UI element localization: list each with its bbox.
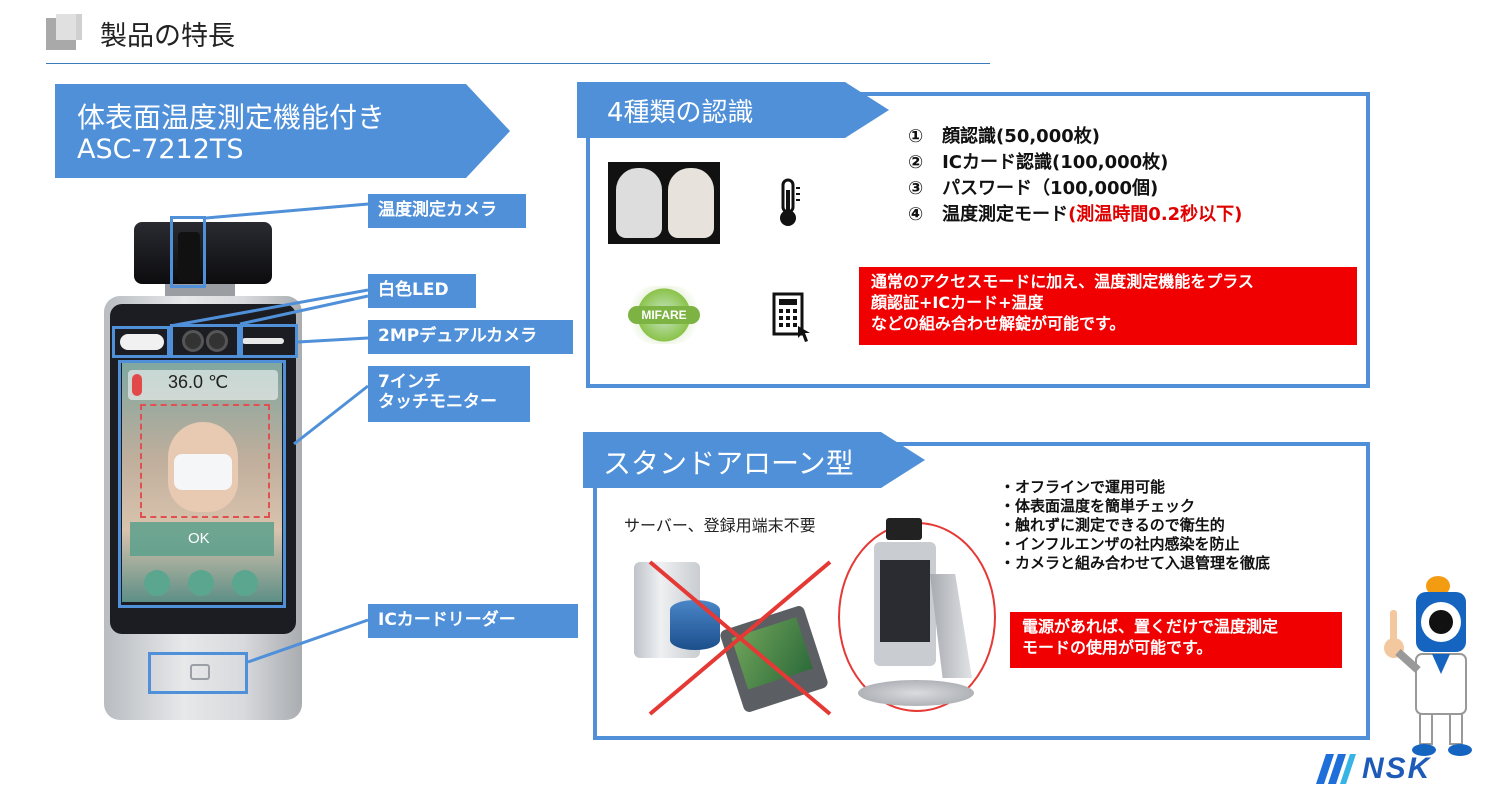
mifare-icon: MIFARE xyxy=(626,286,702,344)
standalone-note-line2: モードの使用が可能です。 xyxy=(1022,638,1213,657)
white-led xyxy=(120,334,164,350)
standalone-bullets: ・オフラインで運用可能 ・体表面温度を簡単チェック ・触れずに測定できるので衛生… xyxy=(1000,478,1270,573)
card-reader-highlight xyxy=(148,652,248,694)
callout-camera: 温度測定カメラ xyxy=(368,194,526,228)
database-icon xyxy=(670,600,720,650)
bullet-2: ・体表面温度を簡単チェック xyxy=(1000,497,1196,515)
callout-led: 白色LED xyxy=(368,274,476,308)
item-4-text: 温度測定モード xyxy=(942,204,1069,225)
standalone-note-line1: 電源があれば、置くだけで温度測定 xyxy=(1022,617,1279,636)
item-4-num: ④ xyxy=(908,204,924,225)
recognition-note: 通常のアクセスモードに加え、温度測定機能をプラス 顔認証+ICカード+温度 など… xyxy=(859,267,1357,345)
bullet-3: ・触れずに測定できるので衛生的 xyxy=(1000,516,1225,534)
ok-label: OK xyxy=(188,530,210,547)
screen-button-1[interactable] xyxy=(144,570,170,596)
bullet-5: ・カメラと組み合わせて入退管理を徹底 xyxy=(1000,554,1271,572)
nsk-logo-text: NSK xyxy=(1362,752,1432,785)
product-name-line1: 体表面温度測定機能付き xyxy=(77,101,386,134)
stand-device-camera xyxy=(886,518,922,540)
product-name-line2: ASC-7212TS xyxy=(77,134,244,165)
stand-device-screen xyxy=(880,560,930,642)
nsk-logo-mark xyxy=(1316,754,1356,784)
recognition-item-1: ① 顔認識(50,000枚) xyxy=(908,124,1242,150)
leader-lines xyxy=(169,202,369,664)
product-banner: 体表面温度測定機能付き ASC-7212TS xyxy=(55,84,510,178)
recognition-note-line1: 通常のアクセスモードに加え、温度測定機能をプラス xyxy=(871,272,1254,291)
header-divider xyxy=(46,63,990,64)
section-icon xyxy=(46,14,82,50)
thermometer-icon xyxy=(780,178,800,226)
callout-card-reader: ICカードリーダー xyxy=(368,604,578,638)
standalone-banner: スタンドアローン型 xyxy=(583,432,925,488)
recognition-item-4: ④ 温度測定モード(測温時間0.2秒以下) xyxy=(908,202,1242,228)
screen-button-3[interactable] xyxy=(232,570,258,596)
monitor-highlight xyxy=(118,360,286,608)
dual-camera-highlight-2 xyxy=(240,324,298,358)
standalone-note: 電源があれば、置くだけで温度測定 モードの使用が可能です。 xyxy=(1010,612,1342,668)
item-1-num: ① xyxy=(908,126,924,147)
face-frame xyxy=(140,404,270,518)
item-1-text: 顔認識(50,000枚) xyxy=(942,126,1100,147)
camera-highlight xyxy=(170,216,206,288)
temperature-value: 36.0 ℃ xyxy=(168,372,229,392)
recognition-list: ① 顔認識(50,000枚) ② ICカード認識(100,000枚) ③ パスワ… xyxy=(908,124,1242,228)
recognition-note-line3: などの組み合わせ解錠が可能です。 xyxy=(871,314,1126,333)
recognition-item-2: ② ICカード認識(100,000枚) xyxy=(908,150,1242,176)
mascot-camera-character xyxy=(1384,576,1472,756)
item-4-highlight: (測温時間0.2秒以下) xyxy=(1068,204,1243,225)
screen-button-2[interactable] xyxy=(188,570,214,596)
callout-monitor-line2: タッチモニター xyxy=(378,392,497,413)
item-3-text: パスワード（100,000個) xyxy=(942,178,1159,199)
bullet-4: ・インフルエンザの社内感染を防止 xyxy=(1000,535,1240,553)
dual-camera-lens-1 xyxy=(182,330,204,352)
recognition-title: 4種類の認識 xyxy=(607,98,754,128)
cross-mark-icon xyxy=(648,560,832,716)
thermal-lens xyxy=(178,232,200,282)
recognition-item-3: ③ パスワード（100,000個) xyxy=(908,176,1242,202)
touch-monitor-screen: 36.0 ℃ OK xyxy=(122,362,282,602)
face-recognition-icon xyxy=(608,162,720,244)
page-title: 製品の特長 xyxy=(100,21,235,52)
stand-base xyxy=(858,680,974,706)
mifare-label: MIFARE xyxy=(628,306,700,324)
led-highlight xyxy=(112,326,170,358)
item-3-num: ③ xyxy=(908,178,924,199)
keypad-icon xyxy=(772,292,810,342)
dual-camera-lens-2 xyxy=(206,330,228,352)
recognition-banner: 4種類の認識 xyxy=(577,82,889,138)
callout-dual-camera: 2MPデュアルカメラ xyxy=(368,320,573,354)
item-2-text: ICカード認識(100,000枚) xyxy=(942,152,1169,173)
callout-monitor: 7インチ タッチモニター xyxy=(368,366,530,422)
temperature-bar xyxy=(128,370,278,400)
callout-monitor-line1: 7インチ xyxy=(378,372,441,392)
recognition-note-line2: 顔認証+ICカード+温度 xyxy=(871,293,1044,312)
standalone-title: スタンドアローン型 xyxy=(603,447,854,480)
bullet-1: ・オフラインで運用可能 xyxy=(1000,478,1166,496)
dual-camera-highlight-1 xyxy=(170,324,240,358)
no-server-caption: サーバー、登録用端末不要 xyxy=(624,516,816,535)
ir-led xyxy=(242,338,284,344)
ok-bar xyxy=(130,522,274,556)
item-2-num: ② xyxy=(908,152,924,173)
face-mask xyxy=(174,454,232,490)
thermometer-icon xyxy=(132,374,142,396)
card-reader-icon xyxy=(190,664,210,680)
